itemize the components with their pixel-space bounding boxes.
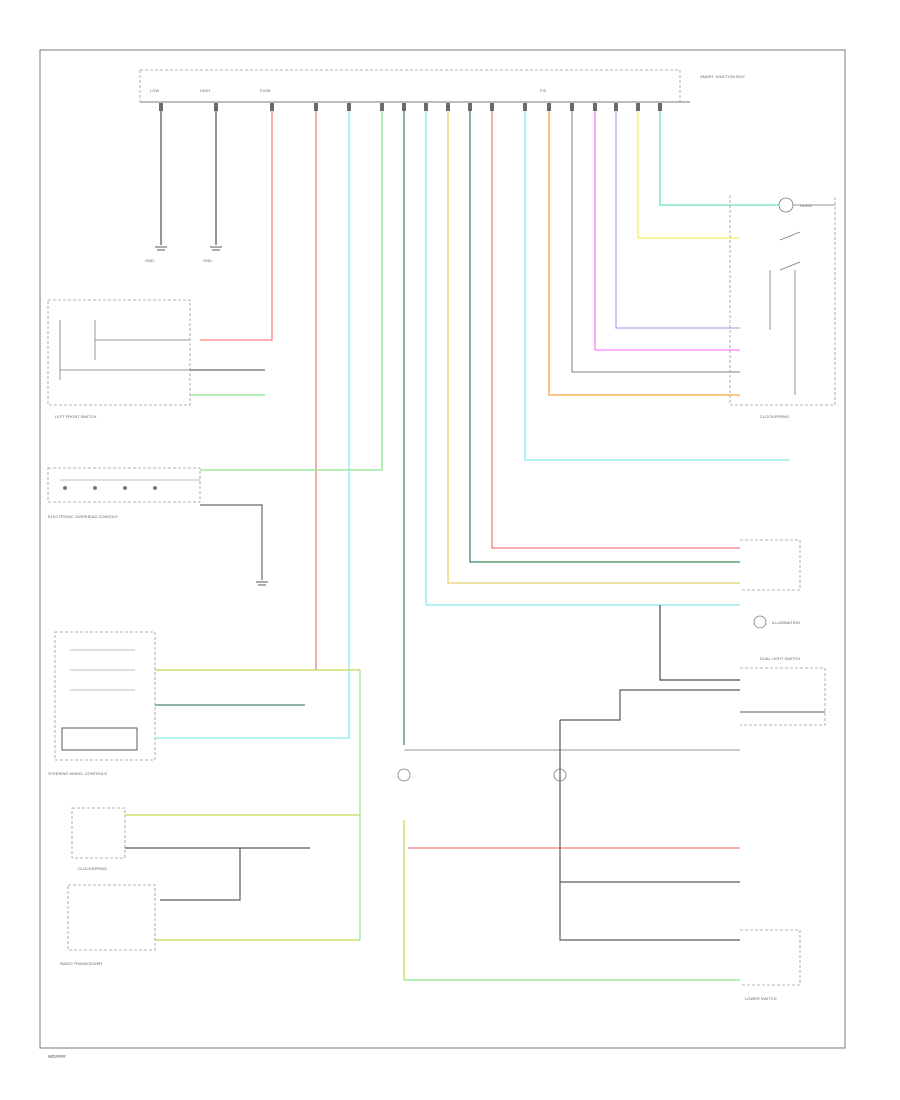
module-pins (159, 103, 662, 111)
diagram-frame (39, 49, 846, 1049)
radio-transceiver-label: RADIO TRANSCEIVER (60, 961, 102, 966)
ground-symbols-top: GND GND (145, 246, 222, 263)
clockspring-left-label: CLOCKSPRING (78, 866, 107, 871)
lower-switch-label: LOWER SWITCH (745, 996, 777, 1001)
radio-transceiver-block: RADIO TRANSCEIVER (60, 670, 361, 966)
svg-text:GND: GND (145, 258, 154, 263)
clockspring-block: HORN CLOCKSPRING (729, 195, 836, 419)
svg-text:FUSE: FUSE (260, 88, 271, 93)
center-ground-splices (397, 689, 740, 981)
dual-light-switch-label: DUAL LIGHT SWITCH (760, 656, 800, 661)
svg-text:LOW: LOW (150, 88, 159, 93)
illumination-label: ILLUMINATION (772, 620, 800, 625)
clockspring-label: CLOCKSPRING (760, 414, 789, 419)
footer-code: WD#### (48, 1054, 66, 1059)
top-right-module-label: SMART JUNCTION BOX (700, 74, 745, 79)
top-junction-module: LOW HIGH FUSE F/S SMART JUNCTION BOX (139, 69, 745, 103)
steering-wheel-controls-label: STEERING WHEEL CONTROLS (48, 771, 107, 776)
right-lower-switches: ILLUMINATION DUAL LIGHT SWITCH LOWER SWI… (659, 539, 826, 1001)
svg-text:GND: GND (203, 258, 212, 263)
horn-label: HORN (800, 203, 812, 208)
left-front-switch-label: LEFT FRONT SWITCH (55, 414, 97, 419)
overhead-console-block: ELECTRONIC OVERHEAD CONSOLE (47, 467, 268, 586)
clockspring-left-block: CLOCKSPRING (71, 807, 360, 901)
svg-text:F/S: F/S (540, 88, 547, 93)
left-front-switch-block: LEFT FRONT SWITCH (47, 299, 265, 419)
steering-wheel-controls-block: STEERING WHEEL CONTROLS (48, 631, 360, 776)
vertical-wires (160, 111, 790, 745)
svg-text:HIGH: HIGH (200, 88, 210, 93)
overhead-console-label: ELECTRONIC OVERHEAD CONSOLE (48, 514, 118, 519)
